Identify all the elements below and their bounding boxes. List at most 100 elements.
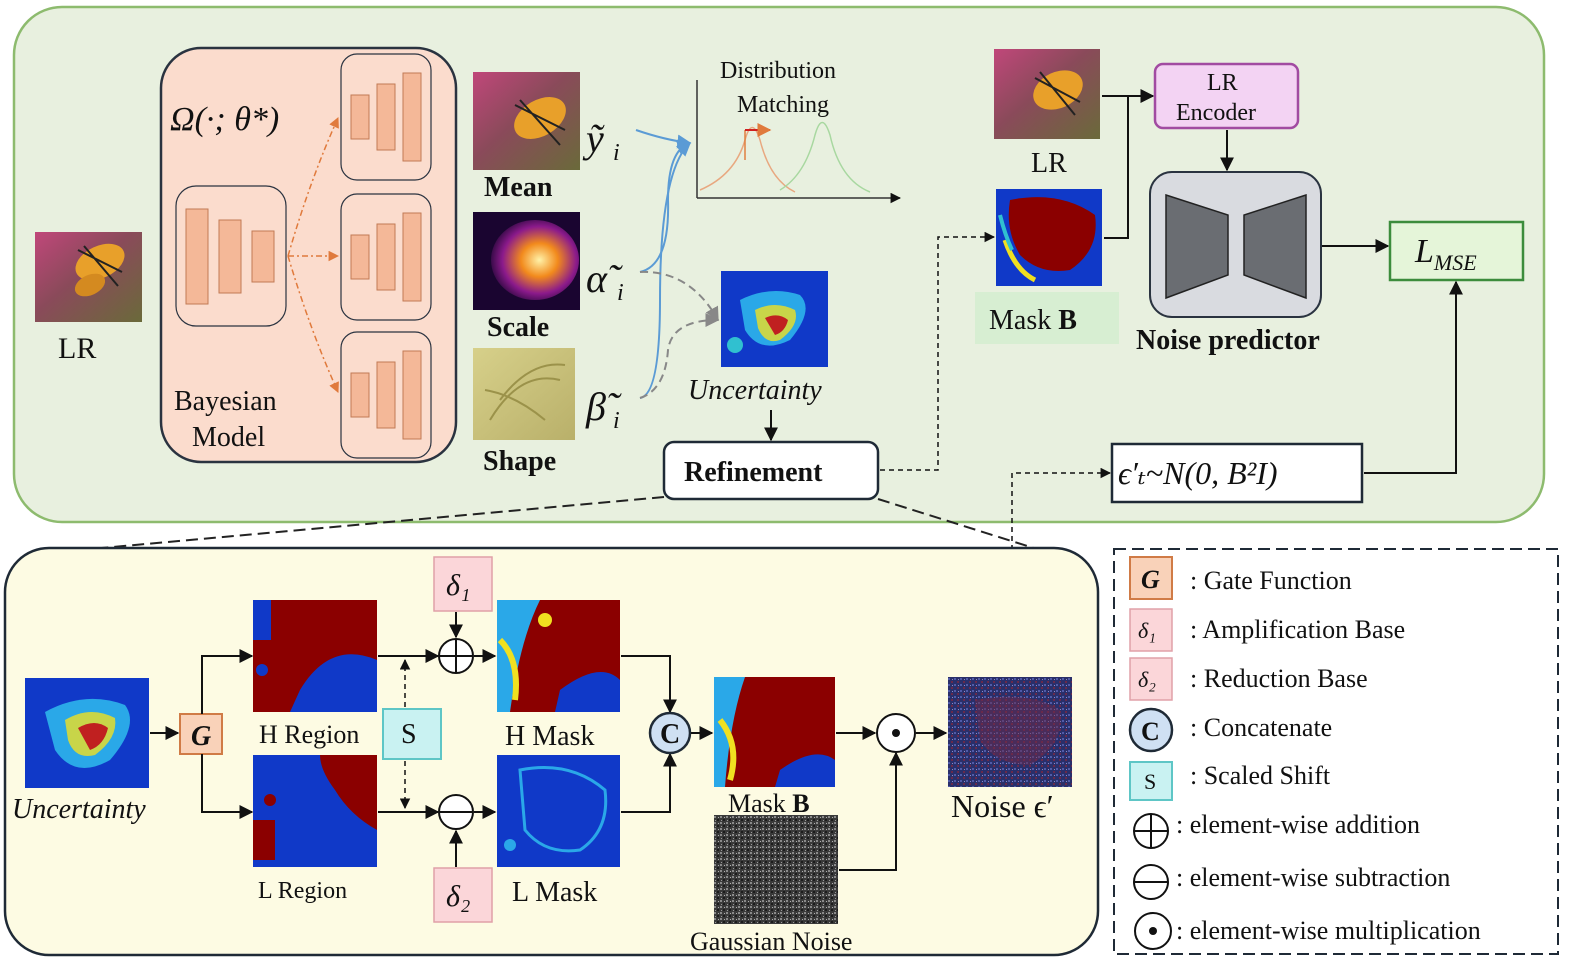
mask-b-label-bottom: Mask B xyxy=(728,789,810,818)
epsilon-box xyxy=(1110,442,1364,504)
svg-text:S: S xyxy=(1144,769,1156,794)
svg-text:i: i xyxy=(613,408,620,434)
network-block-2 xyxy=(340,193,432,321)
legend-item-gate: G : Gate Function xyxy=(1129,556,1352,600)
scaled-shift-symbol: S xyxy=(401,719,417,750)
network-block-3 xyxy=(340,331,432,459)
lr-input-image xyxy=(35,232,142,322)
svg-text:C: C xyxy=(1141,717,1160,746)
sub-operator xyxy=(438,794,474,830)
mask-b-bottom-image xyxy=(714,677,835,787)
loss-label: LMSE xyxy=(1414,233,1477,275)
h-mask-image xyxy=(497,600,620,712)
bayesian-model-label-2: Model xyxy=(192,422,265,453)
mean-label: Mean xyxy=(484,172,553,203)
svg-text:G: G xyxy=(1141,565,1160,594)
epsilon-label: ϵ′ₜ~N(0, B²I) xyxy=(1118,455,1278,491)
legend-item-delta2: δ₂ : Reduction Base xyxy=(1129,657,1368,701)
legend-box xyxy=(1113,548,1559,955)
refinement-box[interactable] xyxy=(662,440,880,501)
mask-b-label-top: Mask B xyxy=(989,305,1077,336)
svg-text:: Reduction Base: : Reduction Base xyxy=(1190,664,1368,693)
uncertainty-label-bottom: Uncertainty xyxy=(12,794,146,825)
blue-flow-arrows xyxy=(635,129,692,399)
legend-item-add: : element-wise addition xyxy=(1133,810,1420,849)
loss-box xyxy=(1388,220,1525,282)
uncertainty-map-top xyxy=(721,271,828,367)
masks-to-concat xyxy=(621,655,677,813)
shape-image xyxy=(473,348,575,440)
l-region-label: L Region xyxy=(258,878,347,904)
bayesian-model-label-1: Bayesian xyxy=(174,386,277,417)
network-block-1 xyxy=(340,53,432,181)
delta1-box xyxy=(433,556,493,612)
noise-epsilon-label: Noise ϵ′ xyxy=(951,788,1054,824)
lr-right-image xyxy=(994,49,1100,139)
noise-to-mult xyxy=(839,751,903,871)
legend-item-delta1: δ₁ : Amplification Base xyxy=(1129,608,1405,652)
lr-encoder-label-1: LR xyxy=(1207,70,1238,96)
refinement-label: Refinement xyxy=(684,457,823,488)
uncertainty-label-top: Uncertainty xyxy=(688,375,822,406)
delta2-box xyxy=(433,867,493,923)
svg-text:: Concatenate: : Concatenate xyxy=(1190,713,1332,742)
legend-item-mult: : element-wise multiplication xyxy=(1134,912,1481,950)
delta1-symbol: δ₁ xyxy=(446,569,470,602)
noise-predictor-label: Noise predictor xyxy=(1136,325,1320,356)
epsilon-to-loss-arrow xyxy=(1364,280,1463,474)
gaussian-noise-image xyxy=(714,815,838,924)
mask-b-label-bg xyxy=(975,292,1119,344)
y-tilde-label: ỹ i xyxy=(582,116,620,166)
h-region-image xyxy=(253,600,377,712)
mean-image xyxy=(473,72,580,170)
uncertainty-map-bottom xyxy=(25,678,149,788)
lr-right-label: LR xyxy=(1031,148,1067,179)
gate-symbol: G xyxy=(191,721,211,752)
svg-text:i: i xyxy=(613,140,620,166)
refinement-to-maskb-arrow xyxy=(880,231,996,471)
delta2-symbol: δ₂ xyxy=(446,880,470,913)
l-mask-image xyxy=(497,755,620,867)
svg-text:i: i xyxy=(617,280,624,306)
zoom-lines xyxy=(79,496,1041,551)
distribution-plot xyxy=(696,80,902,204)
gate-split-arrows xyxy=(201,649,254,819)
svg-text:: element-wise multiplication: : element-wise multiplication xyxy=(1176,916,1481,945)
add-operator xyxy=(438,638,474,674)
svg-text:: element-wise subtraction: : element-wise subtraction xyxy=(1176,863,1450,892)
network-block-main xyxy=(175,185,287,327)
svg-text:δ₂: δ₂ xyxy=(1138,667,1156,692)
legend-item-sub: : element-wise subtraction xyxy=(1133,863,1450,900)
lr-encoder-label-2: Encoder xyxy=(1176,100,1256,126)
lr-to-encoder-arrows xyxy=(1102,89,1155,239)
scale-image xyxy=(473,212,580,310)
noise-predictor-block[interactable] xyxy=(1149,171,1322,318)
gaussian-noise-label: Gaussian Noise xyxy=(690,927,852,956)
svg-text:C: C xyxy=(660,719,680,750)
dist-matching-label-1: Distribution xyxy=(720,58,836,84)
lr-encoder-box[interactable] xyxy=(1153,62,1300,130)
shape-label: Shape xyxy=(483,446,556,477)
svg-text:δ₁: δ₁ xyxy=(1138,618,1156,643)
multiply-operator xyxy=(876,713,916,753)
h-mask-label: H Mask xyxy=(505,721,594,752)
l-mask-label: L Mask xyxy=(512,877,597,908)
svg-text:ỹ: ỹ xyxy=(582,116,605,161)
legend-item-concat: C : Concatenate xyxy=(1128,707,1332,753)
scale-label: Scale xyxy=(487,312,549,343)
svg-text:: Scaled Shift: : Scaled Shift xyxy=(1190,761,1331,790)
branch-arrows xyxy=(287,117,340,393)
gray-flow-arrows xyxy=(639,270,720,399)
legend-item-shift: S : Scaled Shift xyxy=(1129,761,1331,801)
noise-epsilon-image xyxy=(948,677,1072,787)
svg-text:: Gate Function: : Gate Function xyxy=(1190,566,1352,595)
l-region-image xyxy=(253,755,377,867)
h-region-label: H Region xyxy=(259,720,359,749)
dist-matching-label-2: Matching xyxy=(737,92,829,118)
mask-b-top-image xyxy=(996,189,1102,286)
svg-text:: element-wise addition: : element-wise addition xyxy=(1176,810,1420,839)
concatenate-operator: C xyxy=(648,711,692,755)
omega-label: Ω(·; θ*) xyxy=(170,101,279,138)
bayesian-model-box xyxy=(159,46,458,464)
